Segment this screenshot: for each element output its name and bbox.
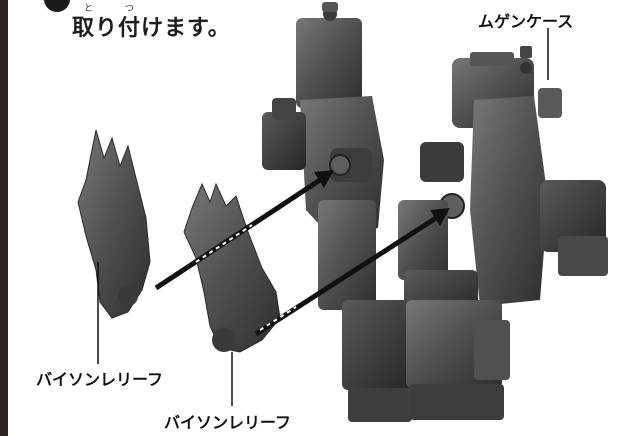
ruby-to: と [84,4,94,14]
attach-arrow-1 [154,170,334,291]
attach-arrow-2 [254,208,450,337]
mugen-case-label: ムゲンケース [478,12,574,31]
step-number-badge [44,0,70,12]
instruction-text: 取り付けます。 [72,16,231,41]
bison-relief-label-2: バイソンレリーフ [164,413,292,432]
ruby-tsu: つ [125,4,135,14]
right-robot-figure [398,46,608,420]
left-robot-figure [262,2,412,422]
page-edge-bar [0,0,8,436]
bison-relief-label-1: バイソンレリーフ [36,370,164,389]
bison-relief-part-1 [77,129,151,319]
bison-relief-part-2 [183,182,281,353]
